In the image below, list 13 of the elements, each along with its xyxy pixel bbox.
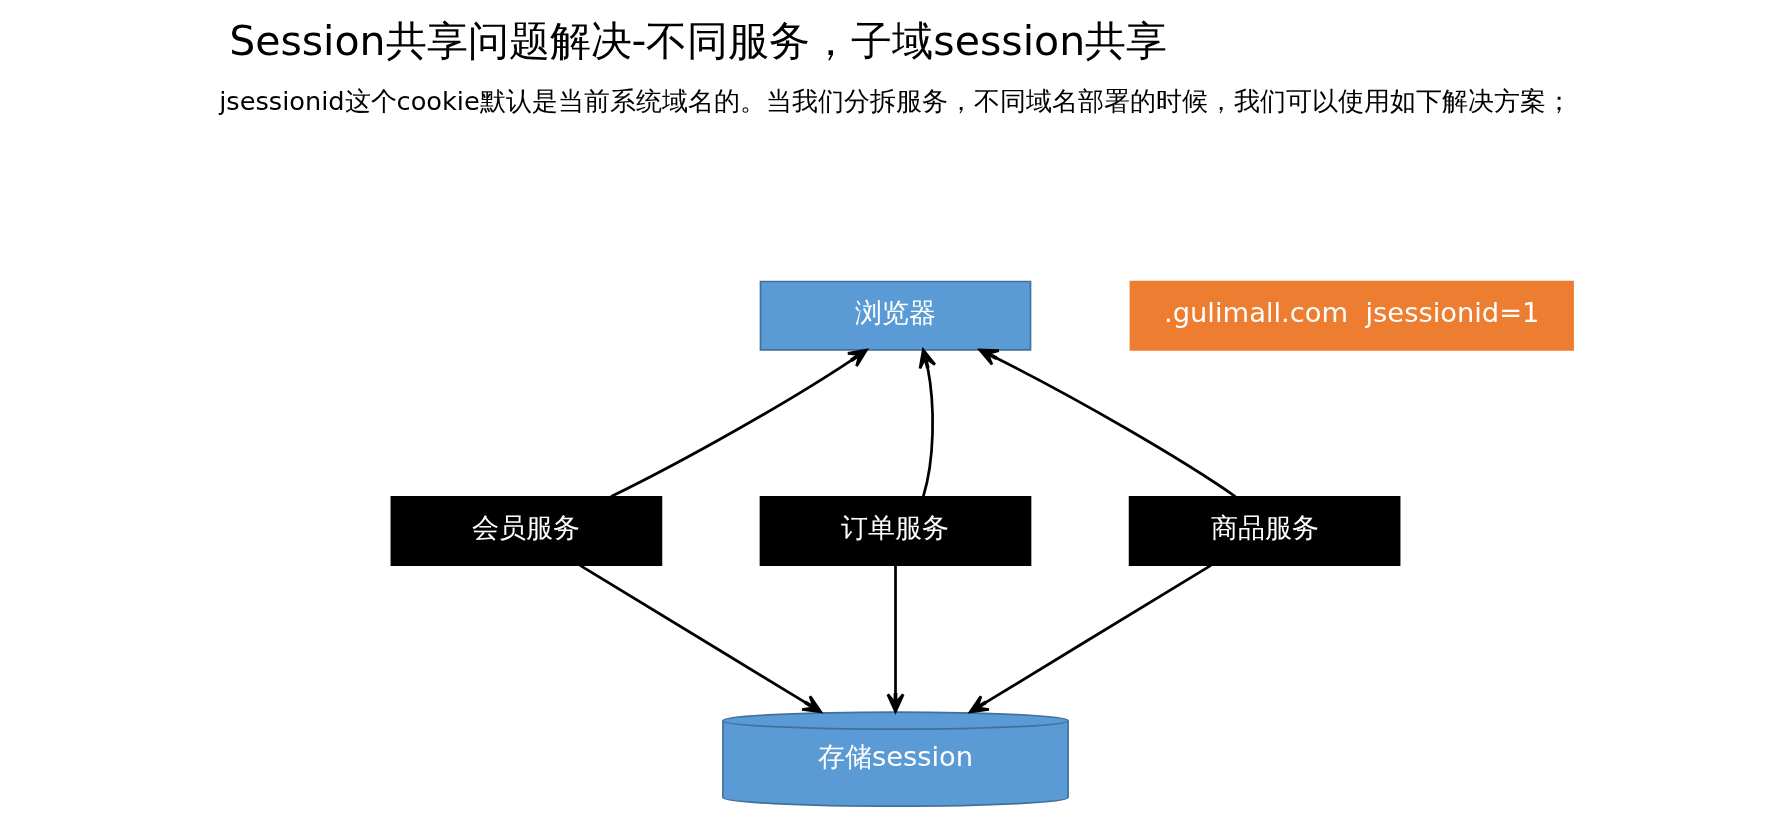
arrow xyxy=(978,348,1237,498)
label: jsessionid这个cookie默认是当前系统域名的。当我们分拆服务，不同域名部署的时候，我们可以使用如下解决方案； xyxy=(219,85,1572,116)
node-box: 会员服务 xyxy=(390,495,663,566)
arrow xyxy=(886,565,905,713)
node-box: 商品服务 xyxy=(1128,495,1401,566)
arrow xyxy=(610,348,868,498)
arrow xyxy=(579,564,823,714)
arrow xyxy=(968,564,1212,714)
node-box: 浏览器 xyxy=(759,280,1032,351)
node-box: 订单服务 xyxy=(759,495,1032,566)
diagram-title: Session共享问题解决-不同服务，子域session共享 xyxy=(229,16,1168,65)
node-box: .gulimall.com jsessionid=1 xyxy=(1129,280,1574,351)
arrow xyxy=(918,348,937,497)
